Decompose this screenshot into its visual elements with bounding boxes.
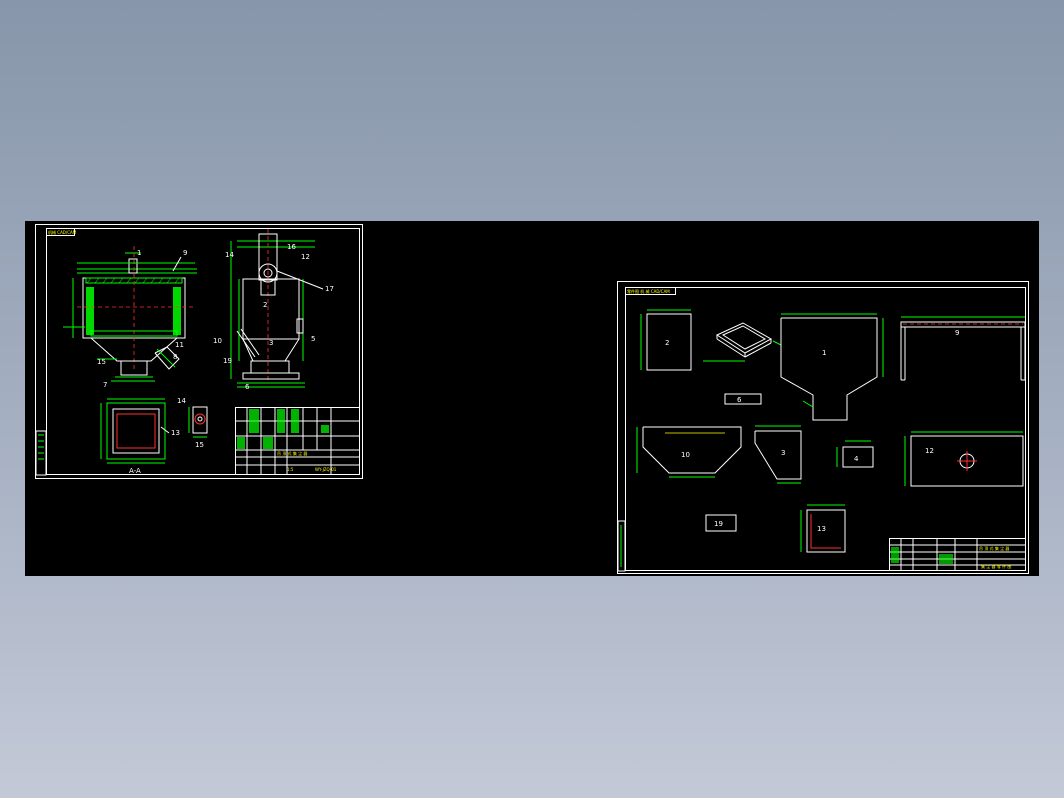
sheet-2-inner-border xyxy=(625,287,1026,571)
part-10-label: 10 xyxy=(681,451,690,459)
label-part-13: 13 xyxy=(171,429,180,437)
sheet-2-title-name: 吊 顶 式 集 尘 器 xyxy=(979,545,1009,551)
sheet-1-drawing-no: WY-JZQ-01 xyxy=(315,467,337,472)
part-13-frame: 13 xyxy=(800,504,846,553)
sheet-1-title-block: 吊 顶 式 集 尘 器 WY-JZQ-01 1:5 xyxy=(235,407,360,475)
part-10-trapezoid: 10 xyxy=(636,426,742,478)
section-view: A-A 13 xyxy=(100,398,180,475)
front-view: 1 9 7 8 11 15 xyxy=(63,246,197,389)
bracket-detail: 14 15 xyxy=(177,397,208,449)
part-9-label: 9 xyxy=(955,329,959,337)
part-1-hopper-plate: 1 xyxy=(780,313,884,421)
cad-viewport[interactable]: 机械 CAD/CAM xyxy=(25,221,1039,576)
part-12-plate: 12 xyxy=(904,431,1024,487)
part-9-channel: 9 xyxy=(900,316,1026,381)
part-4-label: 4 xyxy=(854,455,859,463)
label-part-19: 19 xyxy=(223,357,232,365)
drawing-canvas[interactable]: 机械 CAD/CAM xyxy=(25,221,1039,576)
section-label: A-A xyxy=(129,467,141,475)
sheet-1-outer-border xyxy=(35,224,363,479)
label-part-5: 5 xyxy=(311,335,315,343)
label-part-17: 17 xyxy=(325,285,334,293)
label-part-9: 9 xyxy=(183,249,187,257)
sheet-2-subtitle: 集 尘 器 零 件 图 xyxy=(981,563,1011,569)
part-6-bar: 6 xyxy=(724,393,762,405)
label-part-10: 10 xyxy=(213,337,222,345)
sheet-2-header-tag: 零件图 机 械 CAD/CAM xyxy=(627,288,670,294)
sheet-1-assembly: 机械 CAD/CAM xyxy=(35,224,363,479)
part-6-label: 6 xyxy=(737,396,742,404)
label-part-6: 6 xyxy=(245,383,250,391)
label-part-15: 15 xyxy=(97,358,106,366)
part-2-label: 2 xyxy=(665,339,669,347)
sheet-1-header-tag: 机械 CAD/CAM xyxy=(48,229,77,235)
part-19-bar: 19 xyxy=(705,514,737,532)
part-4-plate: 4 xyxy=(836,440,874,468)
label-part-1: 1 xyxy=(137,249,141,257)
sheet-2-parts: 零件图 机 械 CAD/CAM 2 xyxy=(617,281,1029,574)
label-part-15-detail: 15 xyxy=(195,441,204,449)
side-view: 16 12 17 10 3 5 6 2 14 19 xyxy=(213,229,334,391)
sheet-1-scale: 1:5 xyxy=(287,467,294,472)
label-part-12: 12 xyxy=(301,253,310,261)
label-part-7: 7 xyxy=(103,381,107,389)
label-part-3: 3 xyxy=(269,339,273,347)
part-3-plate: 3 xyxy=(754,425,802,484)
part-1-label: 1 xyxy=(822,349,826,357)
label-part-14-detail: 14 xyxy=(177,397,186,405)
label-part-8: 8 xyxy=(173,353,177,361)
label-part-11: 11 xyxy=(175,341,184,349)
part-13-label: 13 xyxy=(817,525,826,533)
sheet-1-side-strip xyxy=(35,430,47,476)
label-part-16: 16 xyxy=(287,243,296,251)
sheet-2-outer-border xyxy=(617,281,1029,574)
sheet-1-header-tag-box xyxy=(46,228,75,236)
iso-frame xyxy=(703,322,782,362)
sheet-1-title-name: 吊 顶 式 集 尘 器 xyxy=(277,450,307,456)
sheet-2-header-tag-box xyxy=(625,287,676,295)
part-12-label: 12 xyxy=(925,447,934,455)
label-part-2: 2 xyxy=(263,301,267,309)
part-3-label: 3 xyxy=(781,449,785,457)
part-2-plate: 2 xyxy=(640,309,692,371)
part-19-label: 19 xyxy=(714,520,723,528)
label-part-14: 14 xyxy=(225,251,234,259)
sheet-2-side-strip xyxy=(617,520,626,572)
sheet-1-inner-border xyxy=(46,228,360,475)
sheet-2-title-block: 吊 顶 式 集 尘 器 集 尘 器 零 件 图 xyxy=(889,538,1026,571)
